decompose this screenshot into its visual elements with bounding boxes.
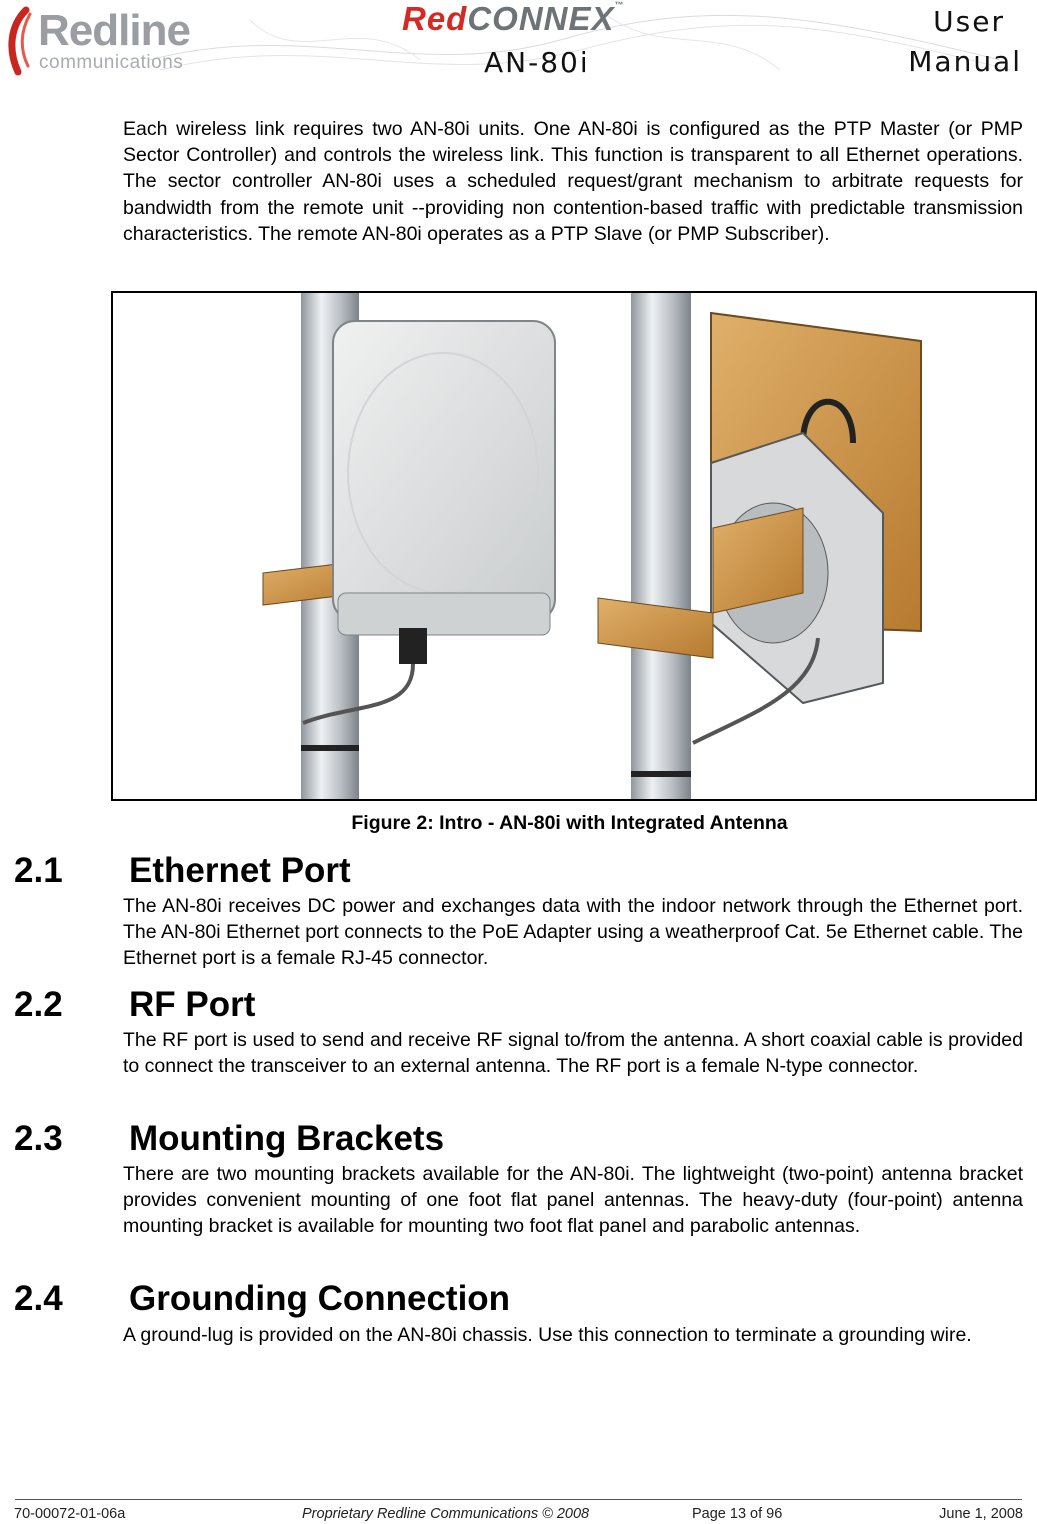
footer-rule: [15, 1499, 1022, 1500]
redconnex-logo-red: Red: [402, 0, 468, 37]
section-title: RF Port: [129, 985, 256, 1024]
footer-page-number: Page 13 of 96: [692, 1506, 783, 1522]
section-heading-2-2: 2.2 RF Port: [14, 985, 255, 1025]
section-heading-2-4: 2.4 Grounding Connection: [14, 1279, 510, 1319]
left-antenna-panel: [332, 320, 556, 622]
left-connector: [399, 628, 427, 664]
section-number: 2.2: [14, 985, 63, 1024]
intro-paragraph: Each wireless link requires two AN-80i u…: [123, 118, 1023, 245]
redline-swoosh-icon: [8, 6, 32, 76]
section-heading-2-3: 2.3 Mounting Brackets: [14, 1119, 444, 1159]
figure-image: [111, 291, 1037, 801]
footer-doc-number: 70-00072-01-06a: [14, 1506, 126, 1522]
product-name: AN-80i: [484, 46, 590, 79]
header-swirl-graphic: [149, 9, 1011, 71]
section-number: 2.1: [14, 851, 63, 890]
section-title: Ethernet Port: [129, 851, 351, 890]
manual-label-line2: Manual: [908, 45, 1022, 78]
redconnex-logo-grey: CONNEX: [467, 0, 615, 37]
section-title: Grounding Connection: [129, 1279, 511, 1318]
section-number: 2.3: [14, 1119, 63, 1158]
redline-logo-word: Redline: [38, 6, 191, 55]
jumper-cable: [800, 398, 856, 444]
section-body-2-4: A ground-lug is provided on the AN-80i c…: [123, 1324, 972, 1346]
section-body-2-1: The AN-80i receives DC power and exchang…: [123, 895, 1023, 970]
redline-logo: Redline communications: [4, 6, 214, 76]
left-cable: [302, 663, 415, 725]
manual-label-line1: User: [933, 5, 1005, 38]
footer-date: June 1, 2008: [939, 1506, 1023, 1522]
section-heading-2-1: 2.1 Ethernet Port: [14, 851, 351, 891]
right-cable: [692, 637, 820, 745]
right-pole: [631, 293, 691, 799]
trademark-mark: ™: [614, 0, 625, 10]
left-radio-base: [337, 592, 551, 636]
redconnex-logo: RedCONNEX™: [402, 0, 625, 37]
footer-proprietary: Proprietary Redline Communications © 200…: [302, 1506, 590, 1522]
section-title: Mounting Brackets: [129, 1119, 445, 1158]
figure-caption: Figure 2: Intro - AN-80i with Integrated…: [351, 812, 788, 834]
redline-logo-sub: communications: [39, 52, 184, 73]
section-body-2-3: There are two mounting brackets availabl…: [123, 1163, 1023, 1238]
section-number: 2.4: [14, 1279, 63, 1318]
an80i-antenna-illustration: [262, 293, 922, 799]
section-body-2-2: The RF port is used to send and receive …: [123, 1029, 1023, 1078]
right-bracket: [597, 597, 714, 659]
page-header: Redline communications RedCONNEX™ AN-80i…: [0, 0, 1037, 90]
